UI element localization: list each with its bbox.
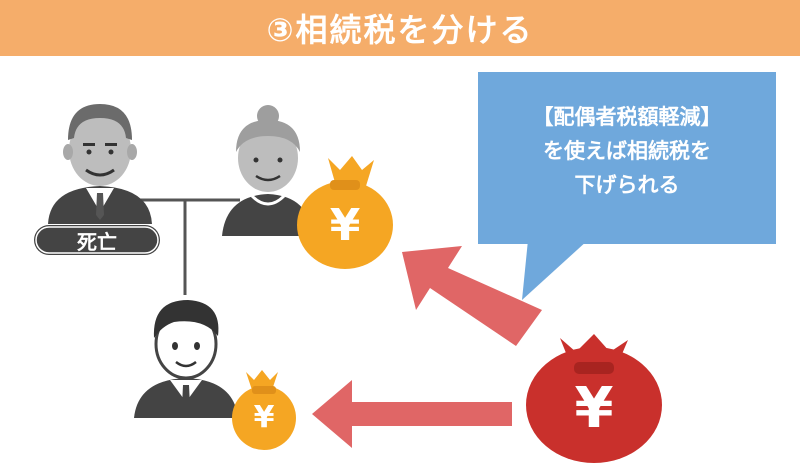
heir-child-icon bbox=[134, 300, 238, 418]
callout-line-2: を使えば相続税を bbox=[543, 139, 711, 163]
arrow-to-spouse bbox=[402, 246, 542, 346]
callout-text: 【配偶者税額軽減】 を使えば相続税を 下げられる bbox=[478, 100, 776, 202]
callout-line-1: 【配偶者税額軽減】 bbox=[532, 105, 722, 129]
spouse-yen-symbol: ¥ bbox=[329, 200, 361, 251]
callout-bubble bbox=[478, 72, 776, 300]
callout-line-3: 下げられる bbox=[574, 173, 680, 197]
page-title: ③相続税を分ける bbox=[266, 11, 534, 49]
deceased-grandfather-icon bbox=[48, 104, 152, 224]
estate-yen-symbol: ¥ bbox=[574, 376, 614, 441]
child-money-bag-icon bbox=[232, 370, 296, 450]
spouse-money-bag-icon bbox=[297, 156, 393, 269]
family-connector-lines bbox=[140, 198, 240, 295]
child-yen-symbol: ¥ bbox=[253, 400, 275, 435]
spouse-grandmother-icon bbox=[222, 105, 312, 236]
estate-money-bag-icon bbox=[526, 334, 662, 463]
header-banner: ③相続税を分ける bbox=[0, 0, 800, 56]
arrow-to-child bbox=[312, 380, 512, 448]
deceased-label: 死亡 bbox=[77, 229, 117, 254]
deceased-badge bbox=[34, 225, 160, 255]
